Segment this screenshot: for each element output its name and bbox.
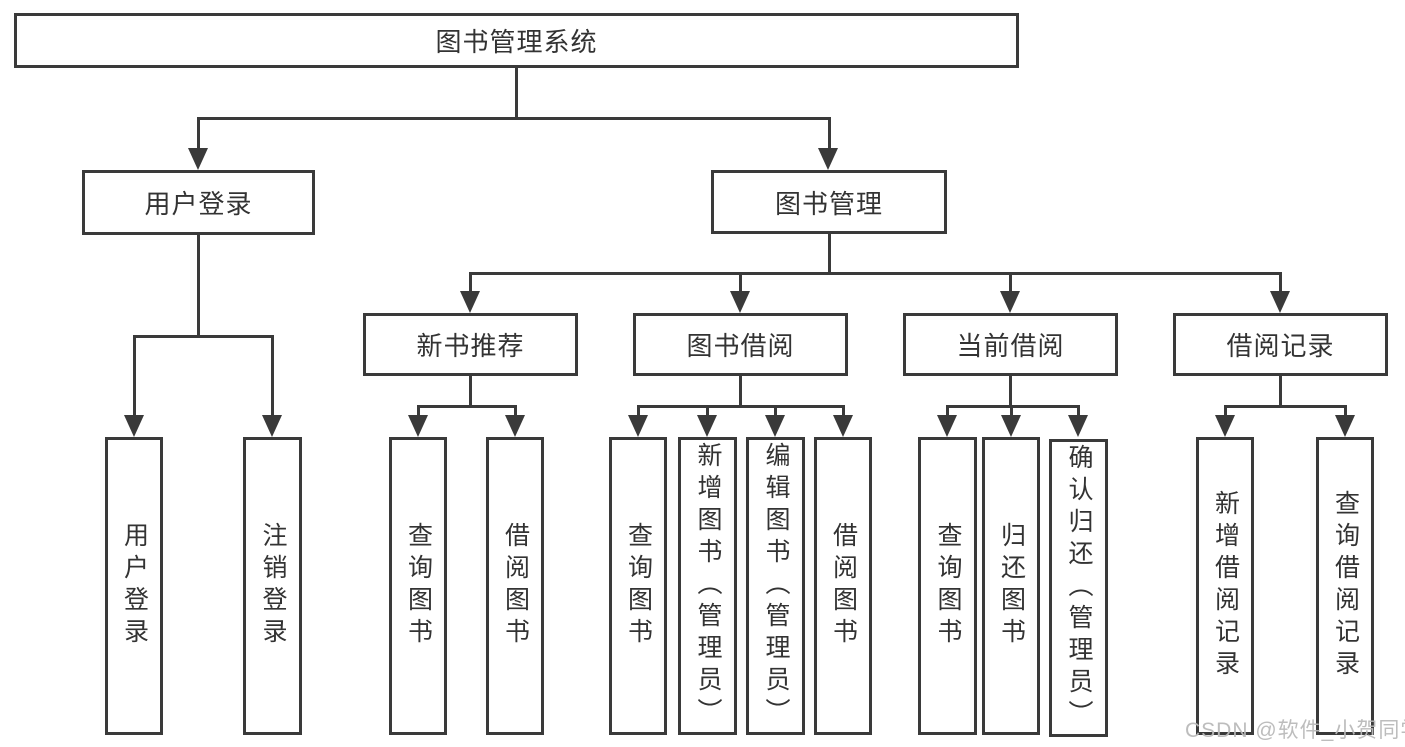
arrow-down-icon [188, 148, 208, 170]
leaf-query-books-1-label: 查询图书 [404, 522, 433, 650]
node-user-login: 用户登录 [82, 170, 315, 235]
leaf-query-books-2-label: 查询图书 [624, 522, 653, 650]
connector-vline [1009, 272, 1012, 294]
leaf-borrow-books-2-label: 借阅图书 [829, 522, 858, 650]
connector-vline [1279, 376, 1282, 407]
leaf-query-books-2: 查询图书 [609, 437, 667, 735]
connector-rail [133, 335, 274, 338]
node-book-borrow: 图书借阅 [633, 313, 848, 376]
arrow-down-icon [833, 415, 853, 437]
arrow-down-icon [124, 415, 144, 437]
node-book-management: 图书管理 [711, 170, 947, 234]
leaf-confirm-return-admin: 确认归还（管理员） [1049, 439, 1108, 737]
node-root: 图书管理系统 [14, 13, 1019, 68]
node-user-login-label: 用户登录 [144, 189, 253, 219]
arrow-down-icon [628, 415, 648, 437]
arrow-down-icon [505, 415, 525, 437]
connector-vline [739, 376, 742, 407]
connector-rail [946, 405, 1080, 408]
leaf-borrow-books-1: 借阅图书 [486, 437, 544, 735]
connector-vline [1009, 376, 1012, 407]
leaf-query-borrow-record-label: 查询借阅记录 [1331, 490, 1360, 682]
connector-vline [197, 117, 200, 151]
arrow-down-icon [1001, 415, 1021, 437]
connector-vline [774, 405, 777, 417]
connector-vline [133, 335, 136, 418]
leaf-edit-books-admin: 编辑图书（管理员） [746, 437, 805, 735]
arrow-down-icon [1000, 291, 1020, 313]
leaf-edit-books-admin-label: 编辑图书（管理员） [762, 442, 790, 730]
connector-vline [637, 405, 640, 417]
connector-vline [1279, 272, 1282, 294]
node-root-label: 图书管理系统 [435, 27, 598, 57]
connector-vline [1077, 405, 1080, 417]
arrow-down-icon [1068, 415, 1088, 437]
arrow-down-icon [1215, 415, 1235, 437]
arrow-down-icon [697, 415, 717, 437]
leaf-borrow-books-1-label: 借阅图书 [501, 522, 530, 650]
arrow-down-icon [937, 415, 957, 437]
leaf-add-books-admin-label: 新增图书（管理员） [694, 442, 722, 730]
node-borrow-records-label: 借阅记录 [1226, 331, 1335, 361]
node-current-borrow: 当前借阅 [903, 313, 1118, 376]
leaf-query-books-3-label: 查询图书 [934, 522, 962, 650]
leaf-return-books-label: 归还图书 [997, 522, 1026, 650]
arrow-down-icon [262, 415, 282, 437]
connector-vline [1010, 405, 1013, 417]
connector-rail [417, 405, 517, 408]
leaf-return-books: 归还图书 [982, 437, 1040, 735]
csdn-watermark: CSDN @软件_小贺同学 [1185, 719, 1405, 742]
connector-rail [637, 405, 844, 408]
connector-vline [842, 405, 845, 417]
leaf-add-books-admin: 新增图书（管理员） [678, 437, 737, 735]
arrow-down-icon [460, 291, 480, 313]
arrow-down-icon [408, 415, 428, 437]
leaf-user-login: 用户登录 [105, 437, 163, 735]
leaf-borrow-books-2: 借阅图书 [814, 437, 872, 735]
arrow-down-icon [730, 291, 750, 313]
node-new-book-recommend: 新书推荐 [363, 313, 578, 376]
connector-vline [417, 405, 420, 417]
connector-vline [1224, 405, 1227, 417]
arrow-down-icon [1270, 291, 1290, 313]
arrow-down-icon [765, 415, 785, 437]
arrow-down-icon [1335, 415, 1355, 437]
node-new-book-recommend-label: 新书推荐 [416, 331, 525, 361]
connector-vline [828, 117, 831, 151]
connector-vline [1344, 405, 1347, 417]
leaf-logout-label: 注销登录 [259, 522, 287, 650]
connector-vline [946, 405, 949, 417]
leaf-add-borrow-record: 新增借阅记录 [1196, 437, 1254, 735]
connector-vline [469, 376, 472, 407]
leaf-query-borrow-record: 查询借阅记录 [1316, 437, 1374, 735]
connector-vline [197, 235, 200, 337]
connector-rail [469, 272, 1282, 275]
leaf-query-books-1: 查询图书 [389, 437, 447, 735]
leaf-user-login-label: 用户登录 [120, 522, 149, 650]
leaf-query-books-3: 查询图书 [918, 437, 977, 735]
leaf-logout: 注销登录 [243, 437, 302, 735]
connector-rail [197, 117, 830, 120]
node-book-borrow-label: 图书借阅 [686, 331, 795, 361]
connector-vline [469, 272, 472, 294]
node-current-borrow-label: 当前借阅 [956, 331, 1065, 361]
leaf-confirm-return-admin-label: 确认归还（管理员） [1065, 444, 1093, 732]
connector-vline [706, 405, 709, 417]
connector-vline [739, 272, 742, 294]
connector-rail [1224, 405, 1346, 408]
arrow-down-icon [818, 148, 838, 170]
connector-vline [514, 405, 517, 417]
leaf-add-borrow-record-label: 新增借阅记录 [1211, 490, 1240, 682]
node-borrow-records: 借阅记录 [1173, 313, 1388, 376]
connector-vline [271, 335, 274, 418]
connector-vline [828, 234, 831, 274]
node-book-management-label: 图书管理 [774, 188, 883, 219]
connector-vline [515, 68, 518, 119]
